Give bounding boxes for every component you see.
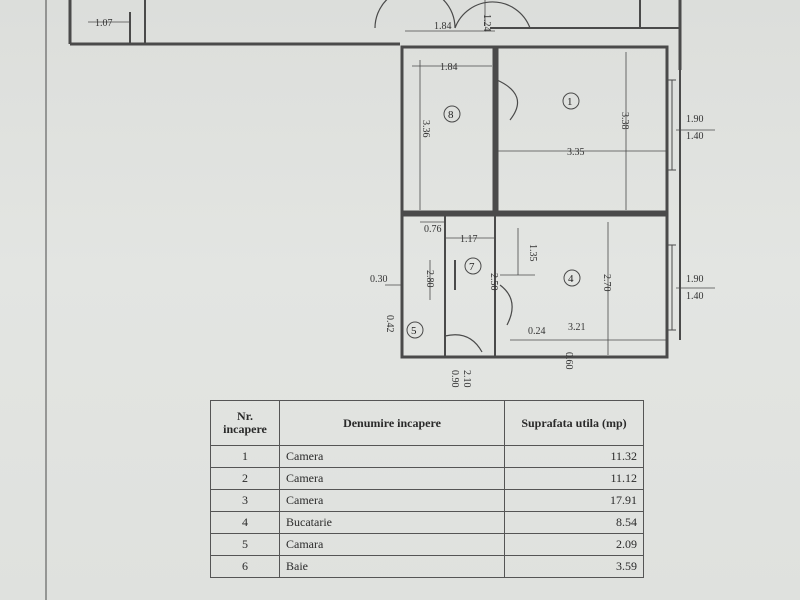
dim-label-184-top: 1.84: [434, 21, 452, 32]
dim-label-107: 1.07: [95, 18, 113, 29]
cell-denumire: Camera: [279, 445, 505, 468]
room-circle-5: [406, 321, 424, 339]
cell-suprafata: 11.12: [504, 467, 644, 490]
header-denumire: Denumire incapere: [279, 400, 505, 446]
dim-label-336: 3.36: [420, 120, 431, 138]
dim-label-024: 0.24: [528, 326, 546, 337]
dim-label-321: 3.21: [568, 322, 586, 333]
door-arc-top-left: [374, 0, 456, 29]
room-circle-8: [443, 105, 461, 123]
cell-nr: 5: [210, 533, 280, 556]
table-row: 5 Camara 2.09: [210, 533, 644, 556]
dim-label-280: 2.80: [424, 270, 435, 288]
dim-label-076: 0.76: [424, 224, 442, 235]
room-number-8: 8: [448, 109, 454, 121]
cell-suprafata: 8.54: [504, 511, 644, 534]
cell-suprafata: 3.59: [504, 555, 644, 578]
room-circle-4: [563, 269, 581, 287]
window-label-room-4-h: 1.40: [686, 291, 704, 302]
table-row: 6 Baie 3.59: [210, 555, 644, 578]
dim-label-250: 2.50: [488, 273, 499, 291]
dim-label-042: 0.42: [384, 315, 395, 333]
header-suprafata: Suprafata utila (mp): [504, 400, 644, 446]
room-circle-7: [464, 257, 482, 275]
table-row: 2 Camera 11.12: [210, 467, 644, 490]
door-arc-entry: [444, 334, 483, 353]
room-number-7: 7: [469, 261, 475, 273]
dim-label-117: 1.17: [460, 234, 478, 245]
table-row: 3 Camera 17.91: [210, 489, 644, 512]
window-label-room-4-w: 1.90: [686, 274, 704, 285]
dim-label-184: 1.84: [440, 62, 458, 73]
cell-nr: 3: [210, 489, 280, 512]
dim-label-124: 1.24: [481, 14, 492, 32]
dim-label-270: 2.70: [601, 274, 612, 292]
cell-denumire: Camera: [279, 467, 505, 490]
dim-label-210: 2.10: [461, 370, 472, 388]
window-label-room-1-h: 1.40: [686, 131, 704, 142]
table-row: 1 Camera 11.32: [210, 445, 644, 468]
wall-room-1: [495, 45, 669, 214]
room-circle-1: [562, 92, 580, 110]
door-arc-room-4: [499, 284, 513, 326]
door-arc-room-1: [496, 79, 519, 121]
dim-label-090: 0.90: [449, 370, 460, 388]
table-header-row: Nr. incapere Denumire incapere Suprafata…: [210, 400, 644, 446]
dim-label-060: 0.60: [563, 352, 574, 370]
cell-nr: 1: [210, 445, 280, 468]
cell-denumire: Bucatarie: [279, 511, 505, 534]
cell-denumire: Camara: [279, 533, 505, 556]
cell-suprafata: 17.91: [504, 489, 644, 512]
dim-label-030: 0.30: [370, 274, 388, 285]
cell-suprafata: 2.09: [504, 533, 644, 556]
wall-room-8: [400, 45, 496, 214]
door-arc-top-right: [454, 1, 531, 29]
window-label-room-1-w: 1.90: [686, 114, 704, 125]
wall-lower-block: [400, 213, 669, 359]
room-number-4: 4: [568, 273, 574, 285]
cell-nr: 4: [210, 511, 280, 534]
cell-suprafata: 11.32: [504, 445, 644, 468]
cell-denumire: Camera: [279, 489, 505, 512]
table-row: 4 Bucatarie 8.54: [210, 511, 644, 534]
dim-label-335: 3.35: [567, 147, 585, 158]
cell-nr: 2: [210, 467, 280, 490]
room-number-1: 1: [567, 96, 573, 108]
cell-nr: 6: [210, 555, 280, 578]
dim-label-135: 1.35: [527, 244, 538, 262]
dim-label-338: 3.38: [619, 112, 630, 130]
header-nr: Nr. incapere: [210, 400, 280, 446]
room-area-table: Nr. incapere Denumire incapere Suprafata…: [210, 400, 644, 578]
cell-denumire: Baie: [279, 555, 505, 578]
room-number-5: 5: [411, 325, 417, 337]
